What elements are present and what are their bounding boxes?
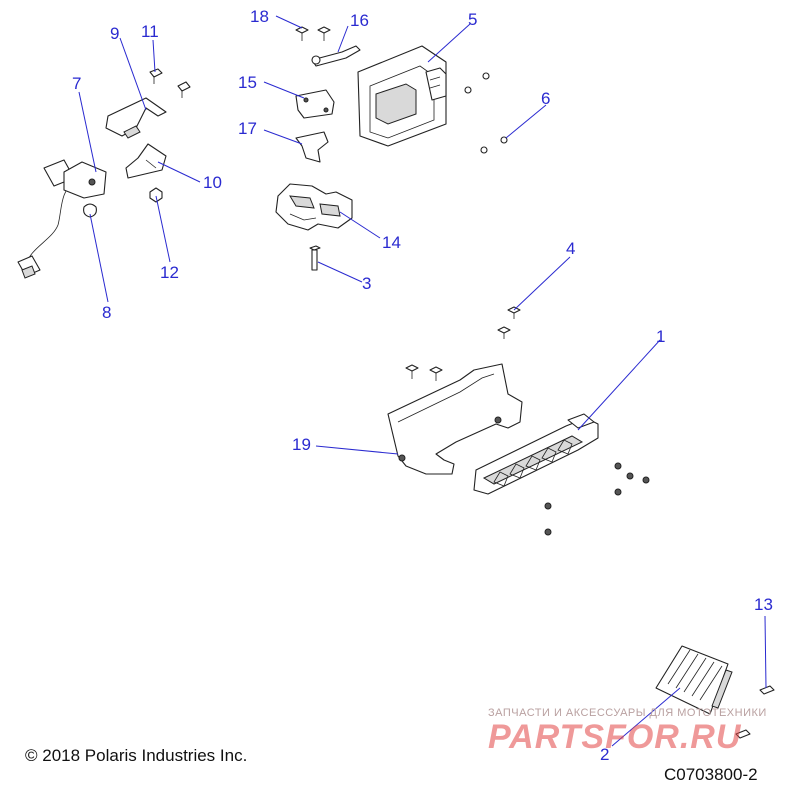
callout-7: 7 <box>72 74 81 93</box>
callout-17: 17 <box>238 119 257 138</box>
callout-11: 11 <box>141 22 159 41</box>
callout-8: 8 <box>102 303 111 322</box>
callout-6: 6 <box>541 89 550 108</box>
callout-18: 18 <box>250 7 269 26</box>
callout-3: 3 <box>362 274 371 293</box>
watermark-brand: PARTSFOR.RU <box>488 718 742 756</box>
part-15-plate <box>295 89 335 119</box>
leader-lines <box>78 15 767 747</box>
callout-labels: 1 2 3 4 5 6 7 8 9 10 11 12 13 14 15 16 1… <box>72 7 773 764</box>
part-3-bolt <box>309 245 321 271</box>
callout-10: 10 <box>203 173 222 192</box>
part-18-bolt <box>295 26 331 41</box>
document-id: C0703800-2 <box>664 765 758 784</box>
copyright-text: © 2018 Polaris Industries Inc. <box>25 746 248 765</box>
callout-1: 1 <box>656 327 665 346</box>
part-10-bracket <box>125 143 167 179</box>
callout-9: 9 <box>110 24 119 43</box>
part-16-sensor <box>311 45 361 67</box>
part-19-bracket <box>387 363 523 475</box>
part-7-harness <box>17 159 107 279</box>
callout-15: 15 <box>238 73 257 92</box>
part-1-fuse-block <box>473 413 599 495</box>
part-9-bracket <box>105 97 167 139</box>
callout-13: 13 <box>754 595 773 614</box>
callout-4: 4 <box>566 239 575 258</box>
callout-14: 14 <box>382 233 401 252</box>
part-2-regulator <box>655 645 733 715</box>
part-11-bolt <box>149 68 191 98</box>
part-14-coil <box>275 183 353 231</box>
callout-2: 2 <box>600 745 609 764</box>
callout-19: 19 <box>292 435 311 454</box>
part-13-screw <box>735 685 775 739</box>
part-17-clip <box>295 131 329 163</box>
callout-16: 16 <box>350 11 369 30</box>
part-8-grommet <box>83 203 97 218</box>
part-4-screws <box>405 306 521 381</box>
part-1-screws <box>544 462 650 536</box>
callout-5: 5 <box>468 10 477 29</box>
part-5-ecu <box>357 45 447 147</box>
callout-12: 12 <box>160 263 179 282</box>
part-6-screws <box>464 72 508 154</box>
part-12-nut <box>149 187 163 203</box>
watermark-tagline: ЗАПЧАСТИ И АКСЕССУАРЫ ДЛЯ МОТОТЕХНИКИ <box>488 707 767 719</box>
